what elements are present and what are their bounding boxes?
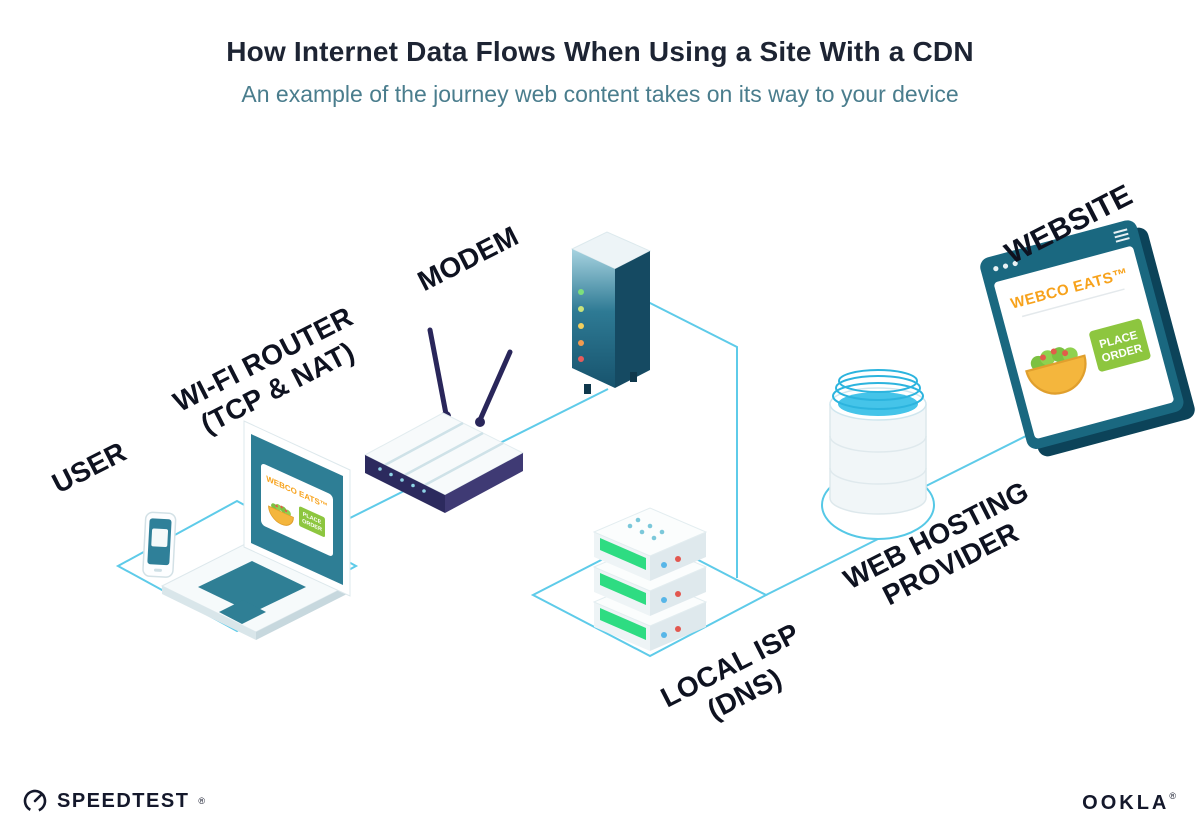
place-order-button bbox=[1089, 318, 1151, 372]
website-window-illustration: WEBCO EATS™ PLACE ORDER bbox=[980, 220, 1195, 457]
laptop-illustration: WEBCO EATS™ PLACE ORDER bbox=[160, 420, 351, 640]
connector-isp-hosting bbox=[765, 538, 879, 596]
laptop-keyboard bbox=[198, 561, 306, 613]
phone-illustration bbox=[142, 511, 177, 578]
cylinder-water bbox=[838, 392, 918, 416]
server-dot-red bbox=[675, 591, 681, 597]
router-antennas bbox=[427, 327, 513, 423]
server-top-dots bbox=[627, 517, 665, 541]
laptop-deck-edge bbox=[162, 586, 256, 640]
server-dot-red bbox=[675, 626, 681, 632]
laptop-screen-content: WEBCO EATS™ PLACE ORDER bbox=[261, 463, 333, 556]
hosting-database-illustration bbox=[821, 369, 935, 540]
cylinder-divider bbox=[829, 435, 927, 453]
website-content bbox=[994, 246, 1174, 439]
antenna-base bbox=[475, 417, 485, 427]
speedtest-wordmark: SPEEDTEST bbox=[57, 789, 190, 812]
cylinder-rings bbox=[832, 369, 924, 410]
browser-window-dots bbox=[993, 260, 1018, 272]
server-led-strip bbox=[600, 538, 646, 570]
server-dot-blue bbox=[661, 597, 667, 603]
modem-foot bbox=[630, 372, 637, 382]
isp-server-illustration bbox=[592, 507, 708, 651]
server-dot-red bbox=[675, 556, 681, 562]
modem-foot bbox=[584, 384, 591, 394]
router-side-face bbox=[445, 453, 523, 513]
modem-led-lights bbox=[578, 289, 584, 362]
cylinder-divider bbox=[829, 467, 927, 485]
modem-front-face bbox=[572, 249, 615, 388]
website-rule bbox=[1021, 288, 1125, 318]
hamburger-menu-icon bbox=[1113, 228, 1130, 243]
router-vents bbox=[384, 421, 504, 487]
modem-side-face bbox=[615, 251, 650, 388]
speedtest-logo: SPEEDTEST ® bbox=[22, 788, 205, 814]
laptop-deck-edge bbox=[256, 586, 347, 640]
server-led-strip bbox=[600, 573, 646, 605]
router-led-lights bbox=[378, 467, 426, 493]
phone-screen-card bbox=[151, 528, 169, 548]
laptop-trackpad bbox=[219, 600, 266, 624]
router-front-face bbox=[365, 455, 445, 513]
speedtest-trademark: ® bbox=[198, 795, 206, 806]
speedtest-gauge-icon bbox=[23, 789, 47, 813]
connector-modem-isp bbox=[647, 301, 738, 578]
modem-illustration bbox=[570, 231, 652, 394]
server-dot-blue bbox=[661, 632, 667, 638]
phone-home-bar bbox=[153, 568, 162, 572]
ookla-wordmark: OOKLA bbox=[1082, 792, 1170, 814]
laptop-order-button bbox=[299, 506, 325, 538]
server-unit bbox=[592, 507, 708, 581]
page-title: How Internet Data Flows When Using a Sit… bbox=[226, 36, 974, 67]
server-led-strip bbox=[600, 608, 646, 640]
header: How Internet Data Flows When Using a Sit… bbox=[0, 36, 1200, 108]
server-dot-blue bbox=[661, 562, 667, 568]
page-subtitle: An example of the journey web content ta… bbox=[241, 81, 959, 107]
ookla-trademark: ® bbox=[1169, 791, 1176, 801]
ookla-logo: OOKLA ® bbox=[1082, 792, 1176, 815]
wifi-router-illustration bbox=[363, 327, 525, 513]
